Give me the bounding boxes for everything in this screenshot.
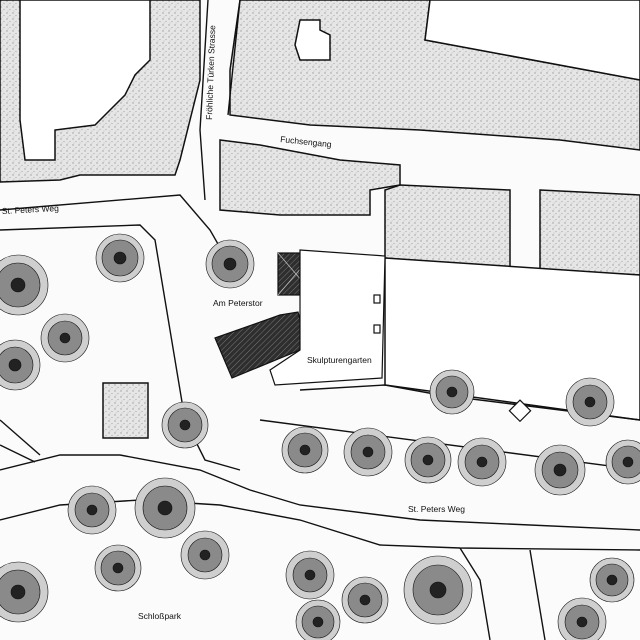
- tree: [429, 369, 475, 415]
- tree: [285, 550, 335, 600]
- tree: [180, 530, 230, 580]
- peterstor-buildings: [214, 249, 532, 423]
- tree: [161, 401, 209, 449]
- tree: [534, 444, 586, 496]
- tree: [0, 561, 49, 623]
- tree: [457, 437, 507, 487]
- pavilion: [102, 382, 149, 439]
- tree: [295, 599, 341, 640]
- building-block-fuchsengang: [219, 139, 401, 216]
- tree: [557, 597, 607, 640]
- tree: [67, 485, 117, 535]
- tree: [40, 313, 90, 363]
- street-label-fuchsengang: Fuchsengang: [280, 134, 333, 149]
- tree: [94, 544, 142, 592]
- tree: [134, 477, 196, 539]
- tree: [589, 557, 635, 603]
- tree: [605, 439, 640, 485]
- trees: [0, 233, 640, 640]
- tree: [404, 436, 452, 484]
- place-label-skulpturengarten: Skulpturengarten: [307, 355, 372, 365]
- map-labels: Fröhliche Türken Strasse Fuchsengang St.…: [2, 25, 466, 621]
- tree: [0, 339, 41, 391]
- tree: [95, 233, 145, 283]
- place-label-am-peterstor: Am Peterstor: [213, 298, 263, 308]
- street-label-st-peters-weg-west: St. Peters Weg: [2, 203, 60, 216]
- building-blocks: [0, 0, 640, 439]
- building-block-east: [384, 184, 511, 269]
- tree: [0, 254, 49, 316]
- fountain: [508, 399, 532, 423]
- tree: [565, 377, 615, 427]
- place-label-schlosspark: Schloßpark: [138, 611, 182, 621]
- tree: [205, 239, 255, 289]
- tree: [281, 426, 329, 474]
- tree: [341, 576, 389, 624]
- street-label-froehliche: Fröhliche Türken Strasse: [204, 25, 217, 120]
- tree: [343, 427, 393, 477]
- street-label-st-peters-weg-east: St. Peters Weg: [408, 504, 465, 514]
- tree: [403, 555, 473, 625]
